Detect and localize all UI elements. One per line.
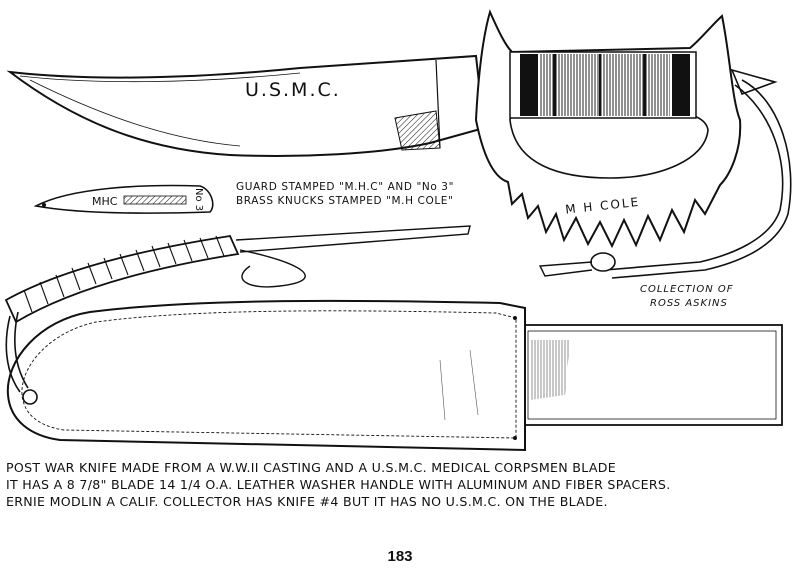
blade-marking: U.S.M.C. <box>245 79 341 101</box>
lanyard <box>538 79 792 279</box>
caption-line3: ERNIE MODLIN A CALIF. COLLECTOR HAS KNIF… <box>6 494 608 509</box>
stamp-note-line2: BRASS KNUCKS STAMPED "M.H COLE" <box>236 195 453 207</box>
caption-line2: IT HAS A 8 7/8" BLADE 14 1/4 O.A. LEATHE… <box>6 477 671 492</box>
knife-blade: U.S.M.C. <box>6 54 486 157</box>
knuckle-guard: M H COLE <box>474 9 778 249</box>
caption-line1: POST WAR KNIFE MADE FROM A W.W.II CASTIN… <box>6 460 617 475</box>
stamp-note-line1: GUARD STAMPED "M.H.C" AND "No 3" <box>236 181 454 193</box>
guard-profile: MHC No 3 <box>33 184 214 214</box>
sheath <box>6 299 783 452</box>
guard-marking-left: MHC <box>92 195 118 208</box>
collection-line1: COLLECTION OF <box>640 284 734 295</box>
collection-line2: ROSS ASKINS <box>650 298 728 309</box>
sheath-grip <box>4 225 471 393</box>
page-number: 183 <box>387 548 413 565</box>
caption: POST WAR KNIFE MADE FROM A W.W.II CASTIN… <box>6 459 798 510</box>
guard-marking-right: No 3 <box>193 188 204 211</box>
